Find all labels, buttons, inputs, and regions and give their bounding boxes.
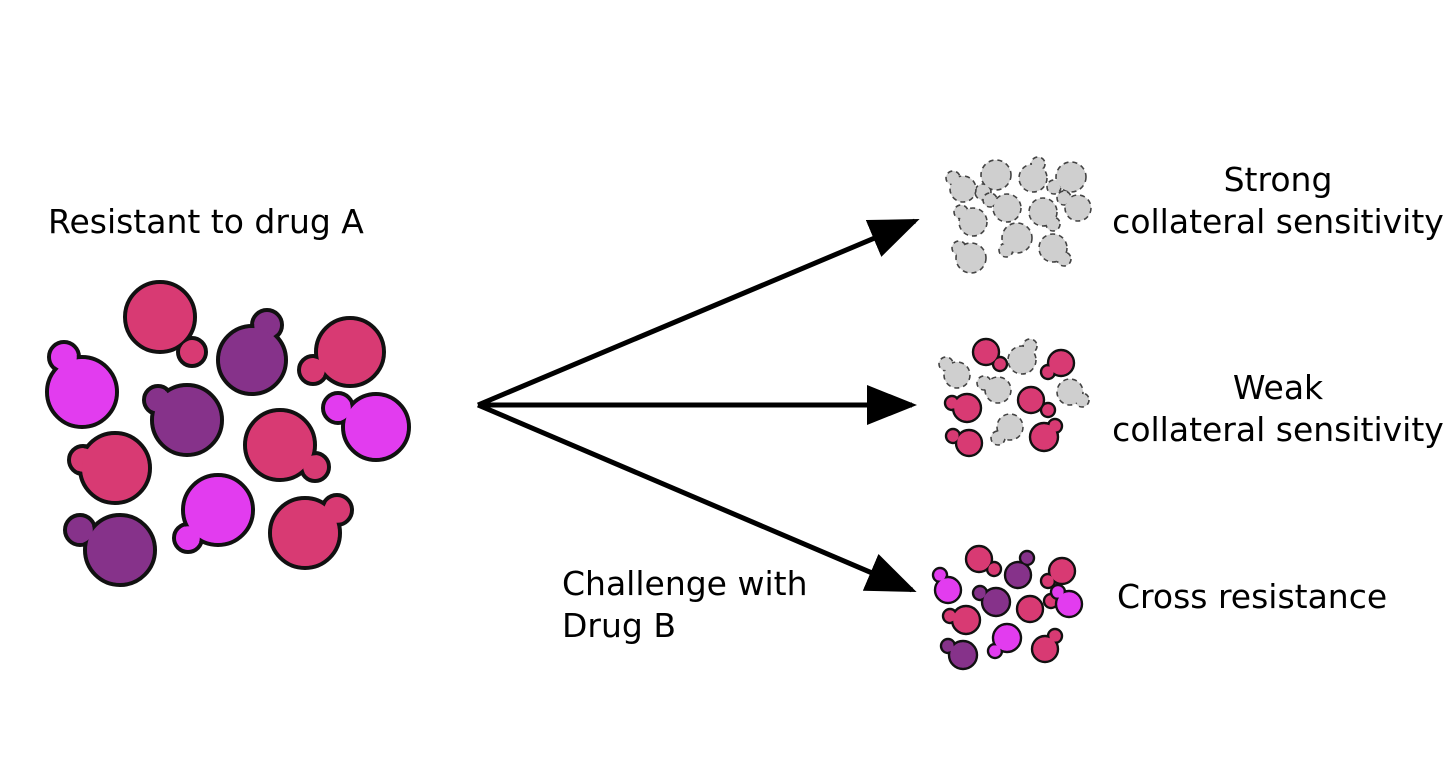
dead-cell bbox=[938, 356, 971, 389]
surviving-cell bbox=[1003, 549, 1036, 590]
source-cell bbox=[243, 408, 331, 483]
source-cell bbox=[123, 280, 208, 368]
arrow-to-cross bbox=[477, 402, 917, 593]
dead-cell bbox=[1007, 338, 1038, 375]
challenge-label-line2: Drug B bbox=[562, 606, 676, 645]
dead-cell bbox=[998, 222, 1033, 258]
surviving-cell bbox=[971, 337, 1009, 373]
cross-resistance-population bbox=[931, 544, 1084, 671]
surviving-cell bbox=[941, 604, 982, 636]
challenge-label-line1: Challenge with bbox=[562, 564, 808, 603]
surviving-cell bbox=[939, 637, 979, 671]
dead-cell bbox=[1018, 156, 1048, 193]
dead-cell bbox=[1038, 233, 1072, 267]
dead-cell bbox=[990, 413, 1024, 446]
source-cell bbox=[172, 473, 255, 554]
surviving-cell bbox=[944, 427, 984, 458]
source-cell bbox=[142, 383, 224, 457]
surviving-cell bbox=[1049, 583, 1084, 619]
surviving-cell bbox=[971, 584, 1012, 618]
source-cell bbox=[67, 431, 152, 505]
source-cell bbox=[63, 513, 157, 587]
surviving-cell bbox=[1039, 556, 1077, 590]
source-cell bbox=[321, 391, 411, 462]
surviving-cell bbox=[986, 622, 1023, 660]
arrow-to-strong bbox=[477, 218, 920, 408]
surviving-cell bbox=[931, 566, 963, 605]
strong-label-line2: collateral sensitivity bbox=[1112, 202, 1444, 241]
surviving-cell bbox=[1016, 385, 1057, 419]
cross-label: Cross resistance bbox=[1117, 577, 1388, 616]
weak-label-line2: collateral sensitivity bbox=[1112, 410, 1444, 449]
source-cell bbox=[268, 493, 354, 570]
surviving-cell bbox=[1030, 627, 1064, 664]
weak-label: Weak collateral sensitivity bbox=[1112, 367, 1444, 451]
source-cell bbox=[297, 316, 386, 388]
challenge-label: Challenge with Drug B bbox=[562, 563, 808, 647]
dead-cell bbox=[974, 159, 1012, 201]
source-cell bbox=[45, 340, 119, 429]
source-label: Resistant to drug A bbox=[48, 202, 364, 241]
weak-label-line1: Weak bbox=[1232, 368, 1324, 407]
dead-cell bbox=[945, 170, 977, 203]
surviving-cell bbox=[1015, 592, 1060, 624]
strong-sensitivity-population bbox=[945, 156, 1092, 274]
branch-arrows bbox=[477, 218, 920, 593]
strong-label: Strong collateral sensitivity bbox=[1112, 159, 1444, 243]
dead-cell bbox=[1056, 190, 1092, 222]
dead-cell bbox=[982, 192, 1022, 223]
dead-cell bbox=[1028, 197, 1061, 232]
surviving-cell bbox=[943, 392, 983, 424]
dead-cell bbox=[1046, 161, 1087, 195]
surviving-cell bbox=[1039, 348, 1076, 381]
surviving-cell bbox=[964, 544, 1003, 578]
dead-cell bbox=[976, 375, 1012, 404]
dead-cell bbox=[1056, 378, 1090, 408]
source-cell bbox=[216, 308, 288, 396]
strong-label-line1: Strong bbox=[1223, 160, 1333, 199]
weak-sensitivity-population bbox=[938, 337, 1090, 458]
surviving-cell bbox=[1028, 417, 1064, 453]
dead-cell bbox=[953, 204, 988, 237]
dead-cell bbox=[951, 240, 987, 274]
source-cell-population bbox=[45, 280, 411, 587]
